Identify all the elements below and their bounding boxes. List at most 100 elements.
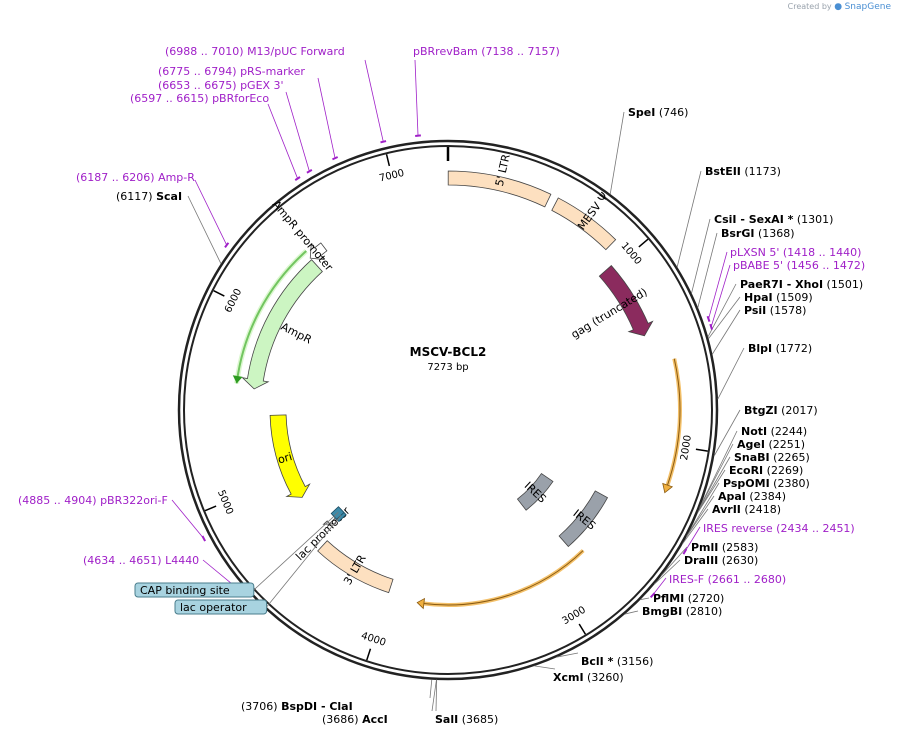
enzyme-hpai[interactable]: HpaI (1509)	[708, 291, 813, 339]
enzyme-name: HpaI	[744, 291, 773, 304]
enzyme-pmli[interactable]: PmlI (2583)	[660, 541, 758, 576]
enzyme-spei[interactable]: SpeI (746)	[609, 106, 688, 195]
enzyme-sali[interactable]: SalI (3685)	[435, 679, 498, 726]
enzyme-bsteii[interactable]: BstEII (1173)	[676, 165, 781, 268]
primer-label[interactable]: (4634 .. 4651) L4440	[83, 554, 199, 567]
enzyme-bmgbi[interactable]: BmgBI (2810)	[624, 605, 722, 618]
feature-ires-2[interactable]	[558, 490, 609, 548]
feature-shape[interactable]	[317, 540, 394, 594]
enzyme-label[interactable]: PspOMI (2380)	[723, 477, 810, 490]
enzyme-pspomi[interactable]: PspOMI (2380)	[686, 477, 810, 537]
enzyme-label[interactable]: AgeI (2251)	[737, 438, 805, 451]
primer-ires-reverse[interactable]: IRES reverse (2434 .. 2451)	[682, 522, 855, 555]
enzyme-label[interactable]: (3706) BspDI - ClaI	[241, 700, 353, 713]
feature-shape[interactable]	[516, 473, 554, 511]
enzyme-label[interactable]: PmlI (2583)	[691, 541, 758, 554]
enzyme-label[interactable]: BlpI (1772)	[748, 342, 812, 355]
enzyme-label[interactable]: SalI (3685)	[435, 713, 498, 726]
boxed-cap-binding-site[interactable]: CAP binding site	[134, 512, 339, 598]
primer-range: (7138 .. 7157)	[478, 45, 560, 58]
enzyme-label[interactable]: CsiI - SexAI * (1301)	[714, 213, 833, 226]
primer-label[interactable]: (6653 .. 6675) pGEX 3'	[158, 79, 284, 92]
enzyme-label[interactable]: BsrGI (1368)	[721, 227, 795, 240]
enzyme-bspdi[interactable]: (3706) BspDI - ClaI	[241, 679, 433, 713]
enzyme-label[interactable]: HpaI (1509)	[744, 291, 813, 304]
enzyme-agei[interactable]: AgeI (2251)	[698, 438, 805, 509]
enzyme-apai[interactable]: ApaI (2384)	[686, 490, 786, 537]
enzyme-csii[interactable]: CsiI - SexAI * (1301)	[691, 213, 833, 294]
primer-label[interactable]: (6187 .. 6206) Amp-R	[76, 171, 195, 184]
primer-pbr322ori-f[interactable]: (4885 .. 4904) pBR322ori-F	[18, 494, 206, 542]
primer-plxsn-5[interactable]: pLXSN 5' (1418 .. 1440)	[706, 246, 862, 322]
enzyme-label[interactable]: XcmI (3260)	[553, 671, 624, 684]
boxed-lac-operator[interactable]: lac operator	[174, 514, 342, 615]
primer-label[interactable]: pBRrevBam (7138 .. 7157)	[413, 45, 560, 58]
enzyme-blpi[interactable]: BlpI (1772)	[717, 342, 812, 400]
enzyme-pflmi[interactable]: PflMI (2720)	[640, 592, 724, 605]
enzyme-label[interactable]: (6117) ScaI	[116, 190, 182, 203]
enzyme-acci[interactable]: (3686) AccI	[322, 679, 437, 726]
feature-3-ltr[interactable]	[317, 540, 394, 594]
primer-label[interactable]: IRES reverse (2434 .. 2451)	[703, 522, 855, 535]
feature-shape[interactable]	[241, 259, 323, 390]
enzyme-label[interactable]: BtgZI (2017)	[744, 404, 818, 417]
enzyme-btgzi[interactable]: BtgZI (2017)	[713, 404, 818, 457]
enzyme-paer7i[interactable]: PaeR7I - XhoI (1501)	[707, 278, 863, 338]
enzyme-label[interactable]: PaeR7I - XhoI (1501)	[740, 278, 863, 291]
feature-5-ltr[interactable]	[447, 170, 552, 208]
primer-m13-puc-forward[interactable]: (6988 .. 7010) M13/pUC Forward	[165, 45, 387, 144]
feature-mesv-psi[interactable]	[551, 197, 617, 251]
feature-shape[interactable]	[598, 265, 654, 337]
feature-shape[interactable]	[309, 242, 328, 261]
enzyme-bcli[interactable]: BclI * (3156)	[556, 652, 654, 668]
enzyme-label[interactable]: SnaBI (2265)	[734, 451, 810, 464]
enzyme-name: AvrII	[712, 503, 741, 516]
primer-pbabe-5[interactable]: pBABE 5' (1456 .. 1472)	[709, 259, 865, 330]
primer-label[interactable]: pLXSN 5' (1418 .. 1440)	[730, 246, 861, 259]
feature-ampr-promoter[interactable]	[309, 242, 328, 261]
enzyme-label[interactable]: BmgBI (2810)	[642, 605, 722, 618]
primer-name: pLXSN 5'	[730, 246, 779, 259]
primer-pgex-3[interactable]: (6653 .. 6675) pGEX 3'	[158, 79, 313, 174]
enzyme-label[interactable]: PflMI (2720)	[653, 592, 724, 605]
enzyme-label[interactable]: EcoRI (2269)	[729, 464, 803, 477]
enzyme-avrii[interactable]: AvrII (2418)	[682, 503, 781, 544]
enzyme-bsrgi[interactable]: BsrGI (1368)	[697, 227, 795, 308]
primer-amp-r[interactable]: (6187 .. 6206) Amp-R	[76, 171, 230, 248]
enzyme-label[interactable]: (3686) AccI	[322, 713, 388, 726]
enzyme-label[interactable]: NotI (2244)	[741, 425, 807, 438]
primer-pbrrevbam[interactable]: pBRrevBam (7138 .. 7157)	[413, 45, 560, 137]
feature-shape[interactable]	[447, 170, 552, 208]
enzyme-ecori[interactable]: EcoRI (2269)	[697, 464, 803, 513]
feature-shape[interactable]	[551, 197, 617, 251]
enzyme-snabi[interactable]: SnaBI (2265)	[697, 451, 810, 512]
primer-prs-marker[interactable]: (6775 .. 6794) pRS-marker	[158, 65, 339, 161]
enzyme-psii[interactable]: PsiI (1578)	[711, 304, 806, 355]
feature-ori[interactable]	[269, 414, 311, 498]
enzyme-label[interactable]: BclI * (3156)	[581, 655, 653, 668]
enzyme-label[interactable]: PsiI (1578)	[744, 304, 806, 317]
feature-shape[interactable]	[558, 490, 609, 548]
enzyme-scai[interactable]: (6117) ScaI	[116, 190, 222, 264]
primer-label[interactable]: (6775 .. 6794) pRS-marker	[158, 65, 305, 78]
enzyme-label[interactable]: DraIII (2630)	[684, 554, 758, 567]
enzyme-xcmi[interactable]: XcmI (3260)	[534, 665, 624, 684]
enzyme-label[interactable]: ApaI (2384)	[718, 490, 786, 503]
enzyme-label[interactable]: SpeI (746)	[628, 106, 688, 119]
enzyme-label[interactable]: BstEII (1173)	[705, 165, 781, 178]
feature-ires-1[interactable]	[516, 473, 554, 511]
feature-shape[interactable]	[269, 414, 311, 498]
primer-label[interactable]: (6988 .. 7010) M13/pUC Forward	[165, 45, 345, 58]
primer-label[interactable]: IRES-F (2661 .. 2680)	[669, 573, 786, 586]
enzyme-draiii[interactable]: DraIII (2630)	[654, 554, 758, 585]
primer-label[interactable]: pBABE 5' (1456 .. 1472)	[733, 259, 865, 272]
primer-pbrforeco[interactable]: (6597 .. 6615) pBRforEco	[130, 92, 301, 181]
primer-label[interactable]: (6597 .. 6615) pBRforEco	[130, 92, 269, 105]
enzyme-name: PspOMI	[723, 477, 770, 490]
primer-label[interactable]: (4885 .. 4904) pBR322ori-F	[18, 494, 168, 507]
feature-ampr[interactable]	[241, 259, 323, 390]
primer-ires-f[interactable]: IRES-F (2661 .. 2680)	[649, 573, 787, 599]
enzyme-noti[interactable]: NotI (2244)	[699, 425, 807, 508]
enzyme-label[interactable]: AvrII (2418)	[712, 503, 781, 516]
feature-gag-truncated[interactable]	[598, 265, 654, 337]
